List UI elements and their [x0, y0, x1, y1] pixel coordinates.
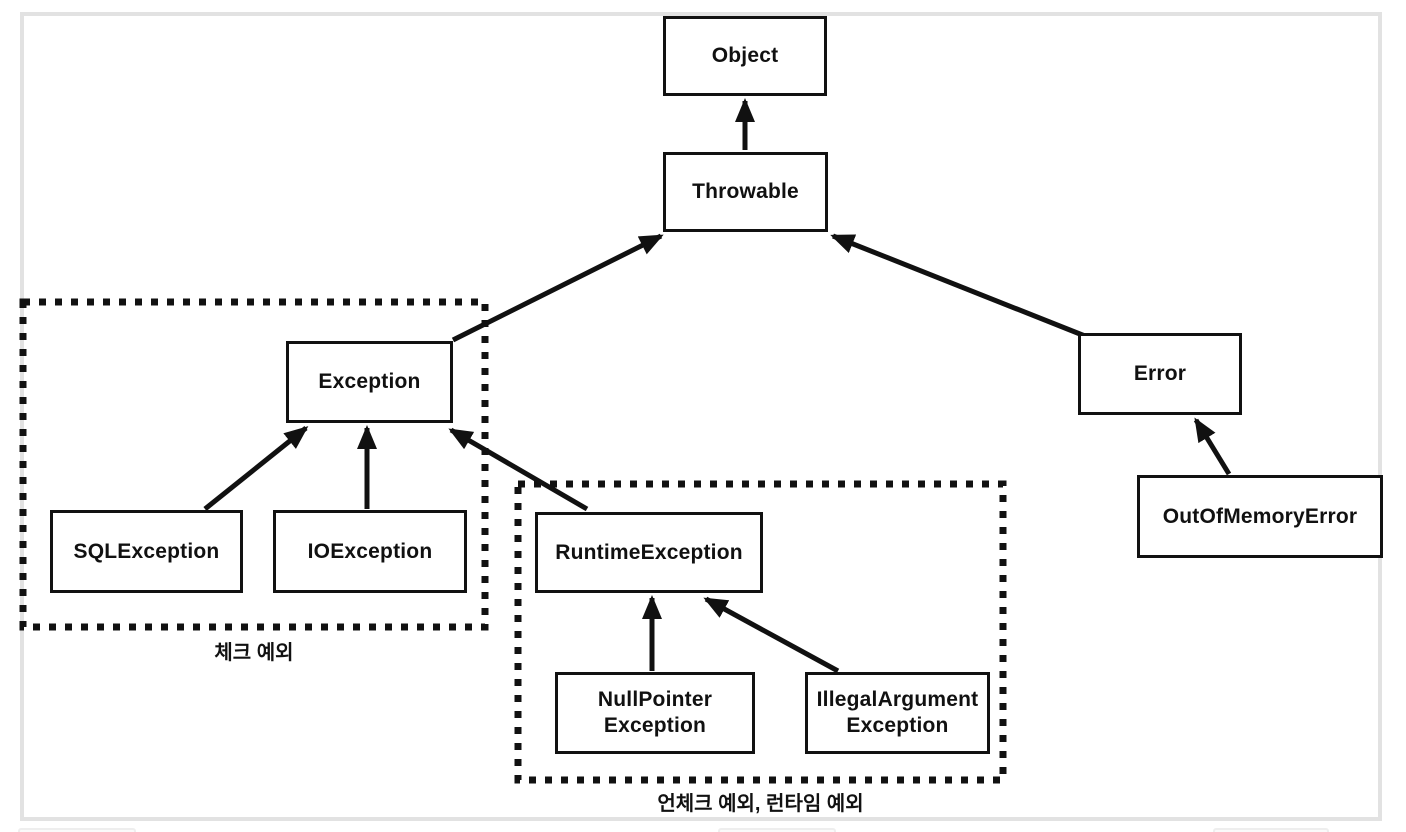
- node-object: Object: [663, 16, 827, 96]
- node-sqlexception-label: SQLException: [73, 539, 220, 563]
- node-throwable: Throwable: [663, 152, 828, 232]
- node-throwable-label: Throwable: [692, 180, 799, 204]
- node-exception-label: Exception: [318, 370, 421, 394]
- node-illegalargumentexception: IllegalArgument Exception: [805, 672, 990, 754]
- group-caption-checked-exceptions: 체크 예외: [214, 642, 294, 664]
- node-nullpointerexception-label-line2: Exception: [603, 714, 707, 737]
- node-exception: Exception: [286, 341, 453, 423]
- node-runtimeexception-label: RuntimeException: [555, 540, 743, 564]
- node-ioexception-label: IOException: [307, 539, 433, 563]
- node-runtimeexception: RuntimeException: [535, 512, 763, 593]
- cropped-element-bottom-center: [718, 828, 836, 832]
- node-ioexception: IOException: [273, 510, 467, 593]
- node-illegalargumentexception-label-line2: Exception: [846, 714, 949, 737]
- node-outofmemoryerror: OutOfMemoryError: [1137, 475, 1383, 558]
- node-error-label: Error: [1133, 362, 1187, 386]
- node-illegalargumentexception-label-line1: IllegalArgument: [816, 688, 979, 712]
- node-sqlexception: SQLException: [50, 510, 243, 593]
- cropped-element-bottom-left: [18, 828, 136, 832]
- node-object-label: Object: [711, 44, 779, 68]
- node-nullpointerexception-label-line1: NullPointer: [597, 688, 713, 712]
- node-nullpointerexception: NullPointer Exception: [555, 672, 755, 754]
- cropped-element-bottom-right: [1213, 828, 1329, 832]
- group-caption-unchecked-exceptions: 언체크 예외, 런타임 예외: [657, 793, 864, 815]
- node-outofmemoryerror-label: OutOfMemoryError: [1162, 504, 1358, 528]
- node-error: Error: [1078, 333, 1242, 415]
